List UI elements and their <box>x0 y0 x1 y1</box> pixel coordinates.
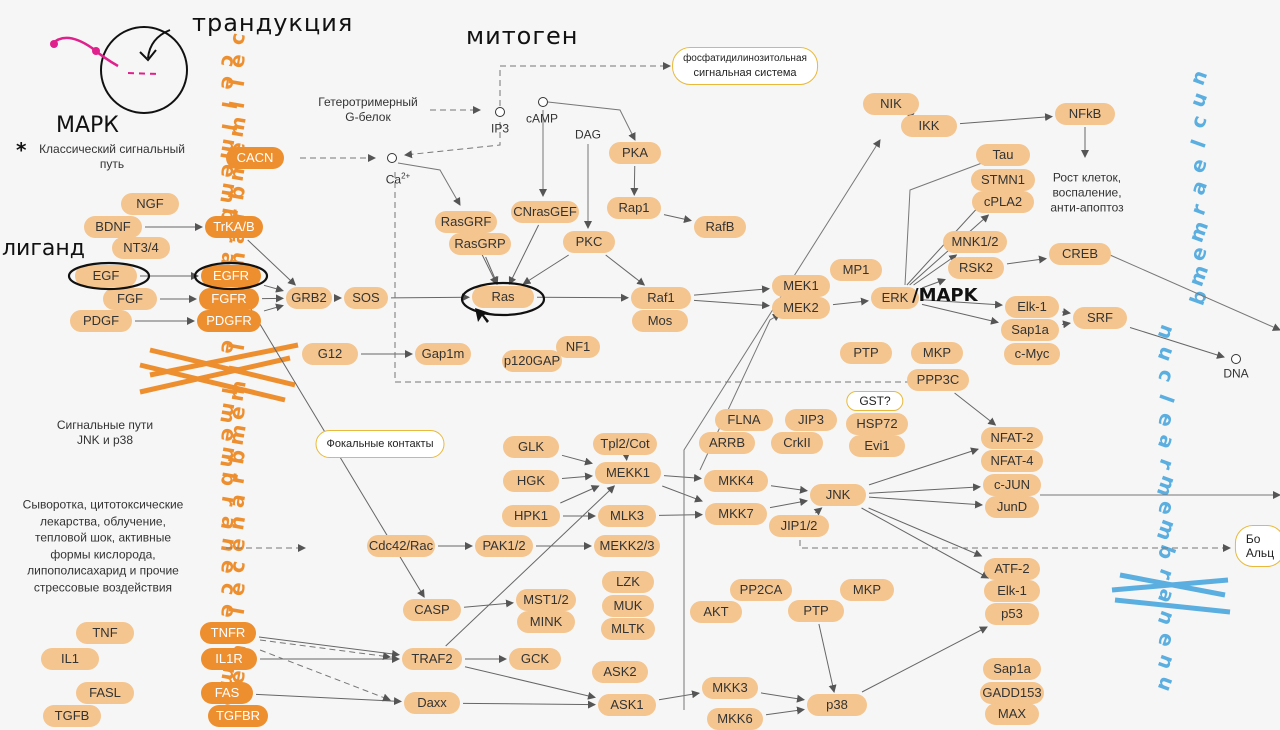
mouse-cursor-icon <box>475 308 490 323</box>
magenta-receptor-dot <box>92 47 100 55</box>
egfr-highlight-circle <box>195 263 267 289</box>
hand-drawn-cell-circle <box>101 27 187 113</box>
egf-highlight-circle <box>69 263 149 289</box>
magenta-receptor-sketch <box>52 38 118 66</box>
ras-highlight-circle <box>462 283 544 315</box>
magenta-ligand-dot <box>50 40 58 48</box>
magenta-dash <box>128 73 158 74</box>
